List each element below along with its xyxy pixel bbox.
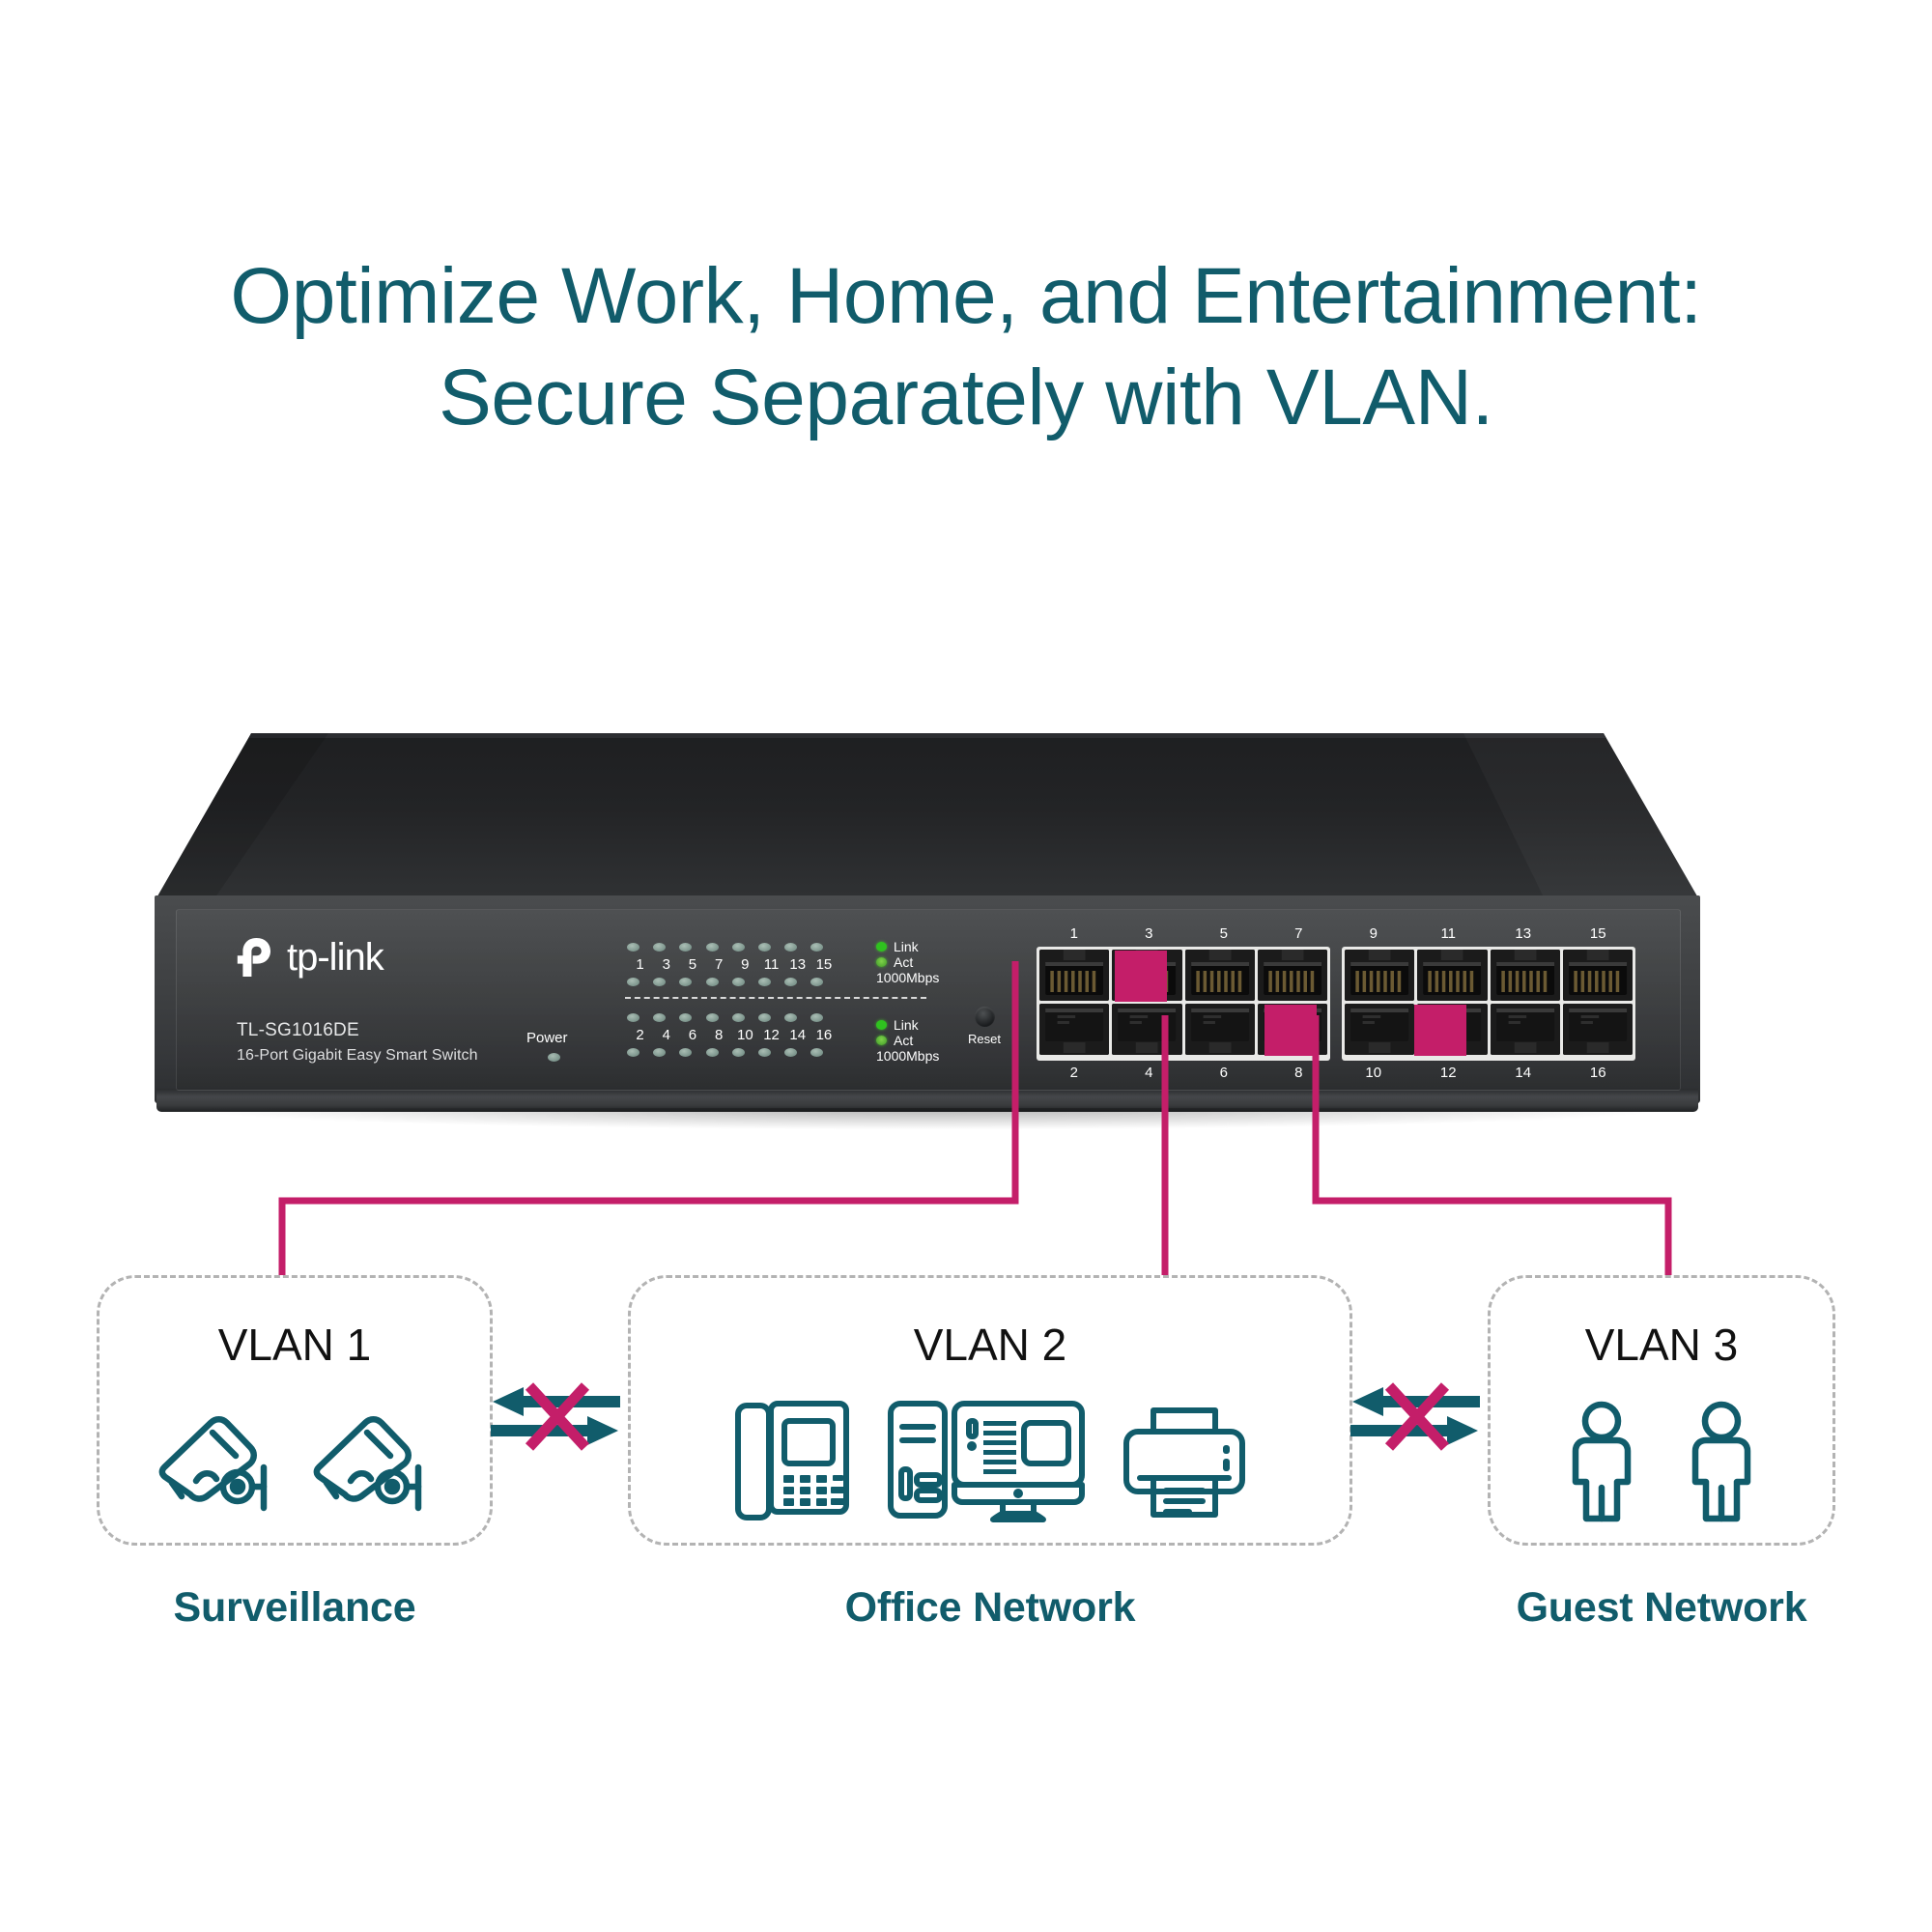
printer-icon [1123,1407,1245,1518]
reset-label: Reset [968,1032,1001,1046]
port-highlight-12 [1414,1005,1466,1056]
led-port-numbers-odd: 1 3 5 7 9 11 13 15 [636,955,833,973]
vlan-group-vlan3: VLAN 3 [1488,1275,1835,1546]
port-row-odd-bank1 [1039,950,1327,1001]
legend-link-top: Link [894,939,919,954]
port-1[interactable] [1039,950,1110,1001]
switch-top-cover [155,729,1700,913]
port-bank-1 [1037,947,1330,1061]
led-panel-divider [625,997,926,999]
act-led-icon [876,957,887,967]
vlan3-title: VLAN 3 [1584,1320,1739,1370]
person-icon [1572,1401,1632,1522]
legend-link-bottom: Link [894,1017,919,1033]
port-numbers-bottom: 2 4 6 8 10 12 14 16 [1069,1065,1606,1081]
port-row-odd-bank2 [1345,950,1633,1001]
power-led [548,1053,560,1062]
act-led-icon [876,1036,887,1045]
device-model: TL-SG1016DE [237,1020,359,1040]
switch-drop-shadow [193,1108,1662,1129]
switch-faceplate: tp-link TL-SG1016DE 16-Port Gigabit Easy… [176,909,1681,1091]
port-7[interactable] [1257,950,1327,1001]
caption-guest-network: Guest Network [1516,1584,1807,1631]
vlan2-icons [631,1389,1350,1534]
vlan1-icons [99,1389,490,1534]
port-13[interactable] [1490,950,1560,1001]
port-6[interactable] [1184,1004,1255,1055]
reset-pinhole-icon[interactable] [974,1007,995,1027]
network-switch-device: tp-link TL-SG1016DE 16-Port Gigabit Easy… [155,729,1700,1145]
person-icon [1691,1401,1751,1522]
port-numbers-top: 1 3 5 7 9 11 13 15 [1069,925,1606,942]
led-row-speed-even [627,1044,838,1060]
led-indicator-panel: Power 1 3 5 7 9 11 13 15 [526,939,939,1074]
rj45-port-area: 1 3 5 7 9 11 13 15 [1037,925,1635,1081]
vlan1-title: VLAN 1 [217,1320,372,1370]
port-5[interactable] [1184,950,1255,1001]
led-grid: 1 3 5 7 9 11 13 15 [627,939,838,1060]
tp-link-logo: tp-link [237,935,526,980]
brand-wordmark: tp-link [287,936,384,979]
legend-act-top: Act [894,954,914,970]
led-legend-top: Link Act 1000Mbps [876,939,992,985]
caption-office-network: Office Network [844,1584,1136,1631]
page-title-line-2: Secure Separately with VLAN. [439,353,1493,441]
vlan3-icons [1491,1389,1833,1534]
port-9[interactable] [1345,950,1415,1001]
legend-act-bottom: Act [894,1033,914,1048]
vlan-group-vlan2: VLAN 2 [628,1275,1352,1546]
security-camera-icon [313,1416,422,1512]
port-14[interactable] [1490,1004,1560,1055]
page-title-line-1: Optimize Work, Home, and Entertainment: [230,252,1702,340]
port-2[interactable] [1039,1004,1110,1055]
port-16[interactable] [1562,1004,1633,1055]
blocked-traffic-icon [491,1379,620,1455]
led-port-numbers-even: 2 4 6 8 10 12 14 16 [636,1026,833,1043]
port-10[interactable] [1345,1004,1415,1055]
page-title: Optimize Work, Home, and Entertainment: … [0,246,1932,449]
led-row-link-odd [627,939,838,954]
vlan-group-vlan1: VLAN 1 [97,1275,493,1546]
brand-block: tp-link TL-SG1016DE 16-Port Gigabit Easy… [237,935,526,1065]
port-11[interactable] [1417,950,1488,1001]
port-bank-2 [1342,947,1635,1061]
tp-link-mark-icon [237,938,270,977]
blocked-traffic-icon [1350,1379,1480,1455]
led-row-speed-odd [627,974,838,989]
power-led-label: Power [526,1030,568,1046]
device-description: 16-Port Gigabit Easy Smart Switch [237,1047,478,1064]
reset-button[interactable]: Reset [957,1007,1011,1046]
legend-speed-top: 1000Mbps [876,970,940,985]
desktop-computer-icon [888,1401,1085,1522]
port-15[interactable] [1562,950,1633,1001]
ip-phone-icon [735,1401,849,1520]
legend-speed-bottom: 1000Mbps [876,1048,940,1064]
port-highlight-3 [1115,951,1167,1002]
link-led-icon [876,1020,887,1030]
led-row-link-even [627,1009,838,1025]
security-camera-icon [158,1416,268,1512]
link-led-icon [876,942,887,952]
port-highlight-8 [1264,1005,1317,1056]
port-row-even-bank2 [1345,1004,1633,1055]
caption-surveillance: Surveillance [173,1584,416,1631]
port-4[interactable] [1112,1004,1182,1055]
vlan2-title: VLAN 2 [913,1320,1067,1370]
